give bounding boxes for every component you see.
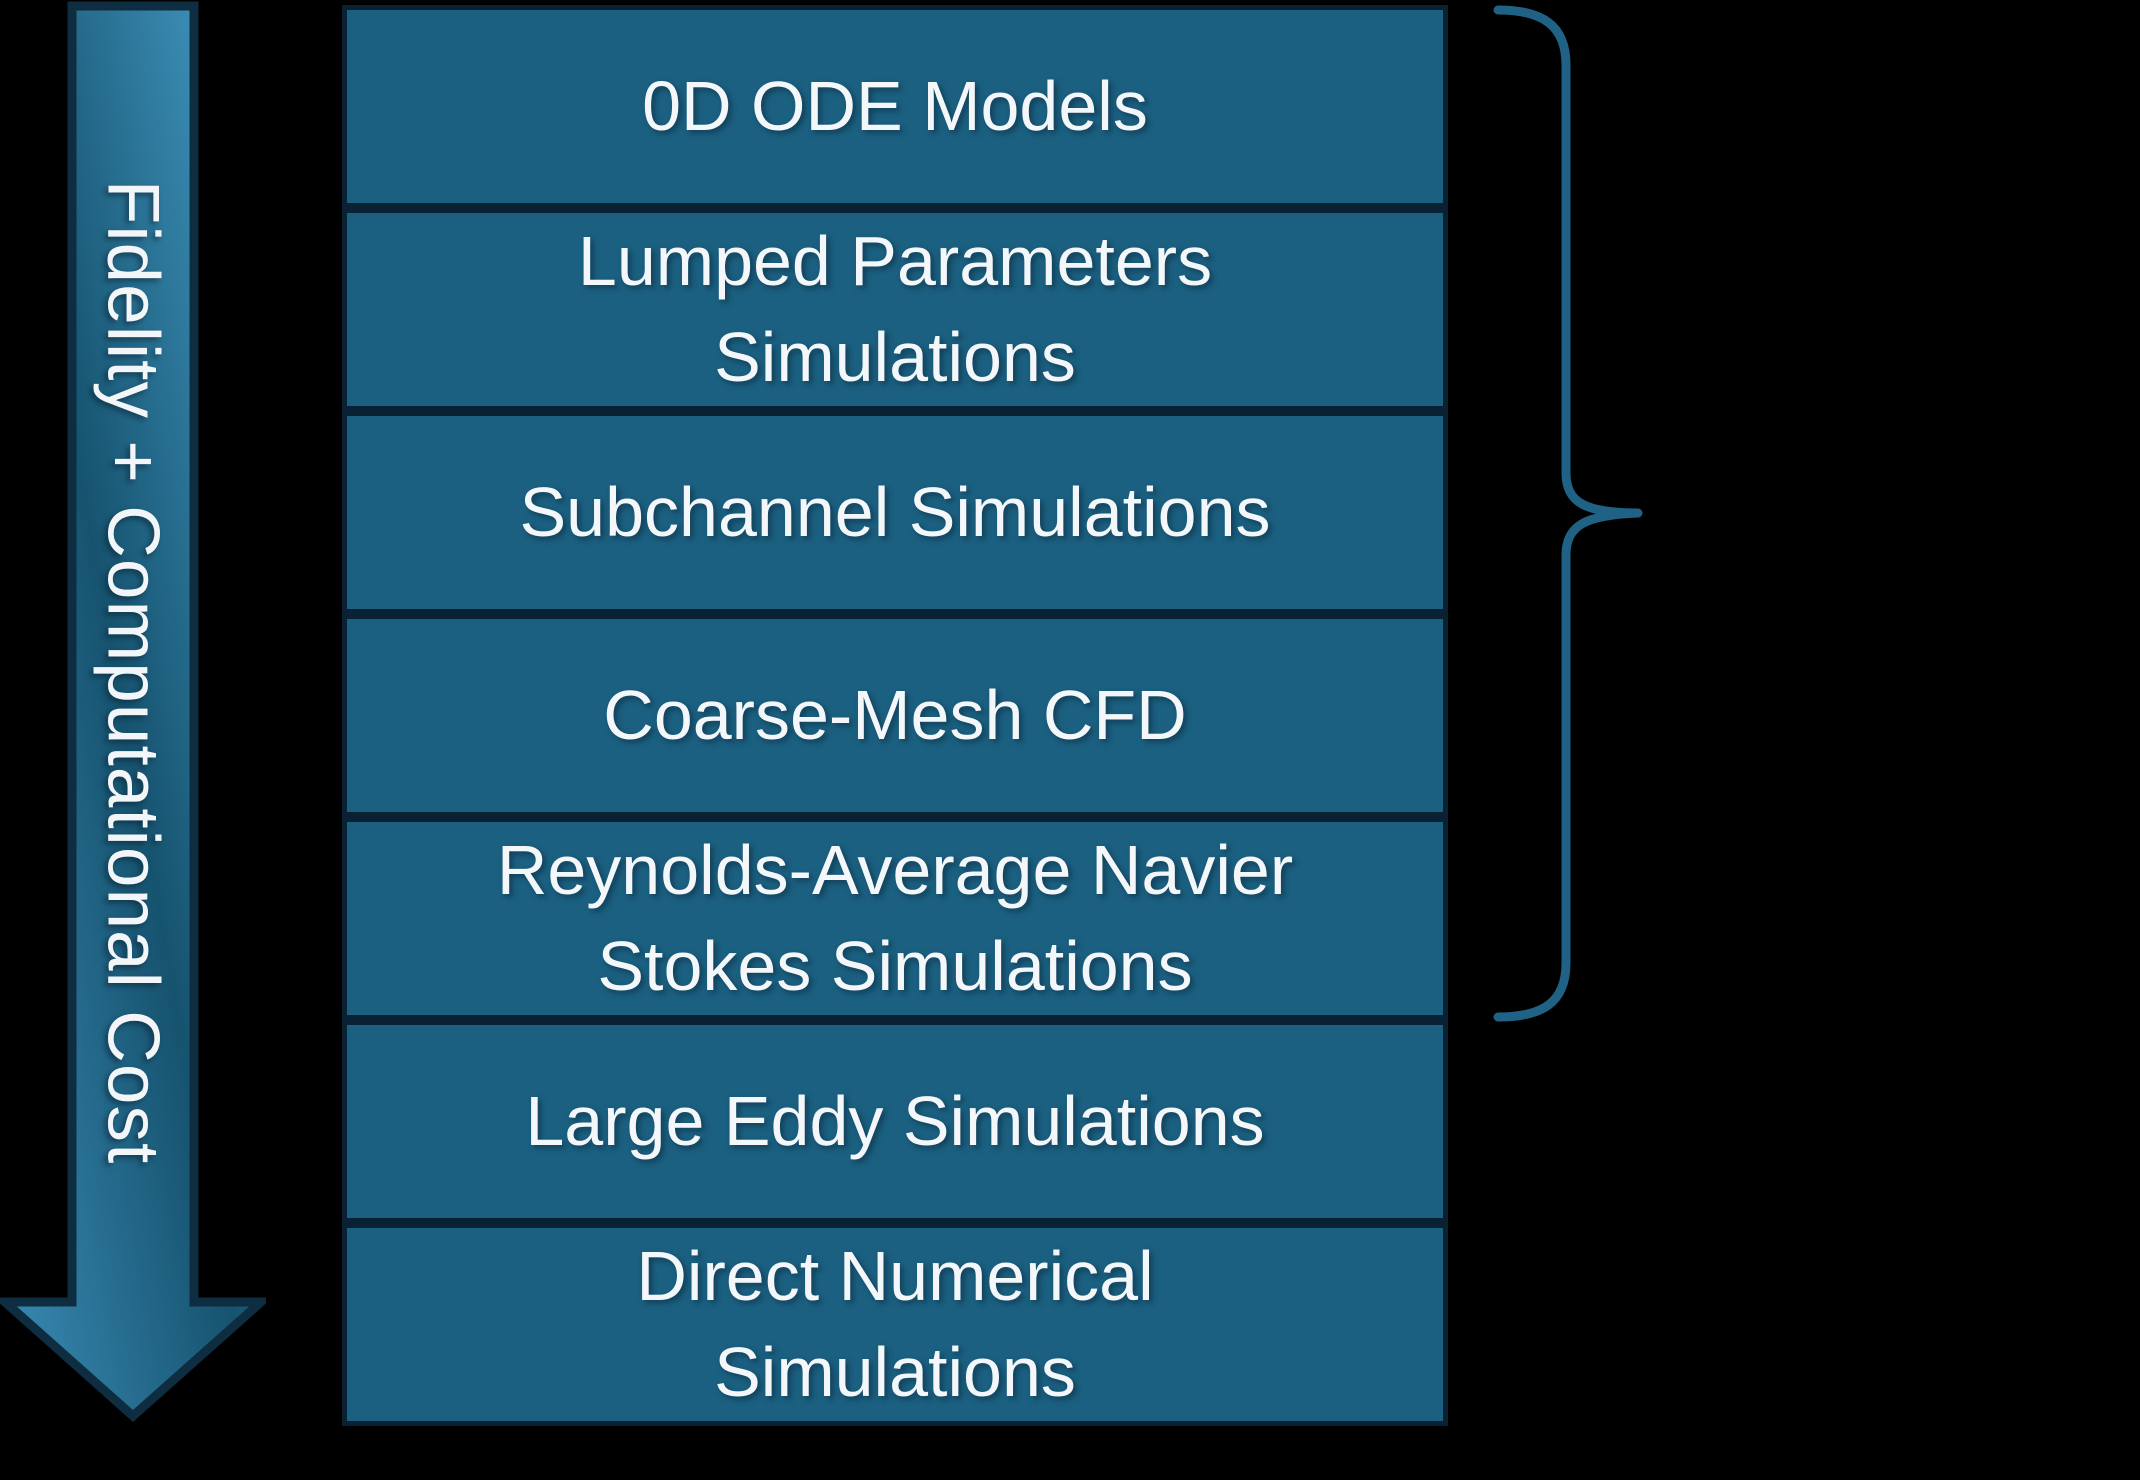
- level-box-rans: Reynolds-Average Navier Stokes Simulatio…: [342, 816, 1448, 1020]
- level-box-0d-ode-models: 0D ODE Models: [342, 5, 1448, 208]
- curly-brace-shape: [1493, 5, 1643, 1022]
- level-box-subchannel: Subchannel Simulations: [342, 411, 1448, 614]
- level-label: Reynolds-Average Navier Stokes Simulatio…: [496, 830, 1294, 1006]
- level-label: Lumped Parameters Simulations: [577, 221, 1213, 397]
- fidelity-cost-down-arrow: [0, 1, 266, 1423]
- level-label: 0D ODE Models: [642, 67, 1148, 146]
- level-box-lumped-parameters: Lumped Parameters Simulations: [342, 207, 1448, 412]
- fidelity-cost-arrow-label: Fidelity + Computational Cost: [92, 179, 174, 1165]
- level-box-les: Large Eddy Simulations: [342, 1019, 1448, 1223]
- grouping-brace: [1493, 5, 1643, 1022]
- level-label: Coarse-Mesh CFD: [603, 676, 1187, 755]
- level-label: Subchannel Simulations: [519, 473, 1271, 552]
- down-arrow-shape: [0, 1, 266, 1423]
- level-label: Large Eddy Simulations: [525, 1082, 1265, 1161]
- model-fidelity-stack: 0D ODE Models Lumped Parameters Simulati…: [342, 5, 1448, 1426]
- level-box-coarse-mesh-cfd: Coarse-Mesh CFD: [342, 613, 1448, 817]
- level-box-dns: Direct Numerical Simulations: [342, 1222, 1448, 1426]
- level-label: Direct Numerical Simulations: [636, 1236, 1154, 1412]
